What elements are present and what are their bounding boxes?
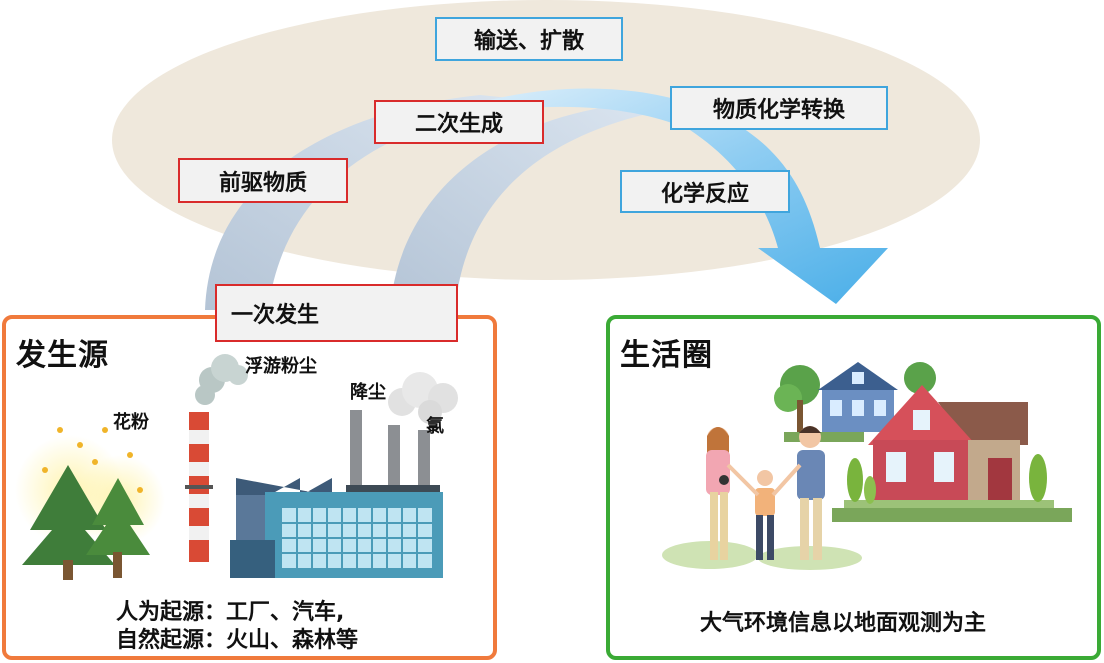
bush-icon xyxy=(847,454,1047,504)
source-panel-title: 发生源 xyxy=(16,338,109,373)
label-primary: 一次发生 xyxy=(215,284,458,342)
secondary-arc xyxy=(390,105,665,310)
life-caption: 大气环境信息以地面观测为主 xyxy=(700,611,987,636)
label-secondary: 二次生成 xyxy=(374,100,544,144)
blue-house-icon xyxy=(818,362,898,432)
fallout-label: 降尘 xyxy=(350,382,386,403)
pollen-label: 花粉 xyxy=(113,412,149,433)
pine-tree-small-icon xyxy=(86,478,150,578)
transport-arrow xyxy=(420,88,888,304)
origin-human-text: 人为起源：工厂、汽车, xyxy=(116,600,345,625)
chlorine-label: 氯 xyxy=(426,416,444,437)
red-house-icon xyxy=(784,385,1072,522)
chimney-icon xyxy=(185,412,213,562)
dust-label: 浮游粉尘 xyxy=(245,356,317,377)
smoke-cloud-right-icon xyxy=(388,372,458,424)
label-reaction: 化学反应 xyxy=(620,170,790,213)
factory-icon xyxy=(230,410,443,578)
tree-left-icon xyxy=(774,365,820,440)
life-panel-title: 生活圈 xyxy=(620,338,713,373)
family-icon xyxy=(706,426,825,560)
label-transport: 输送、扩散 xyxy=(435,17,623,61)
origin-natural-text: 自然起源：火山、森林等 xyxy=(116,628,359,653)
pine-tree-icon xyxy=(22,465,115,580)
label-precursor: 前驱物质 xyxy=(178,158,348,203)
label-transform: 物质化学转换 xyxy=(670,86,888,130)
smoke-cloud-icon xyxy=(195,354,248,405)
